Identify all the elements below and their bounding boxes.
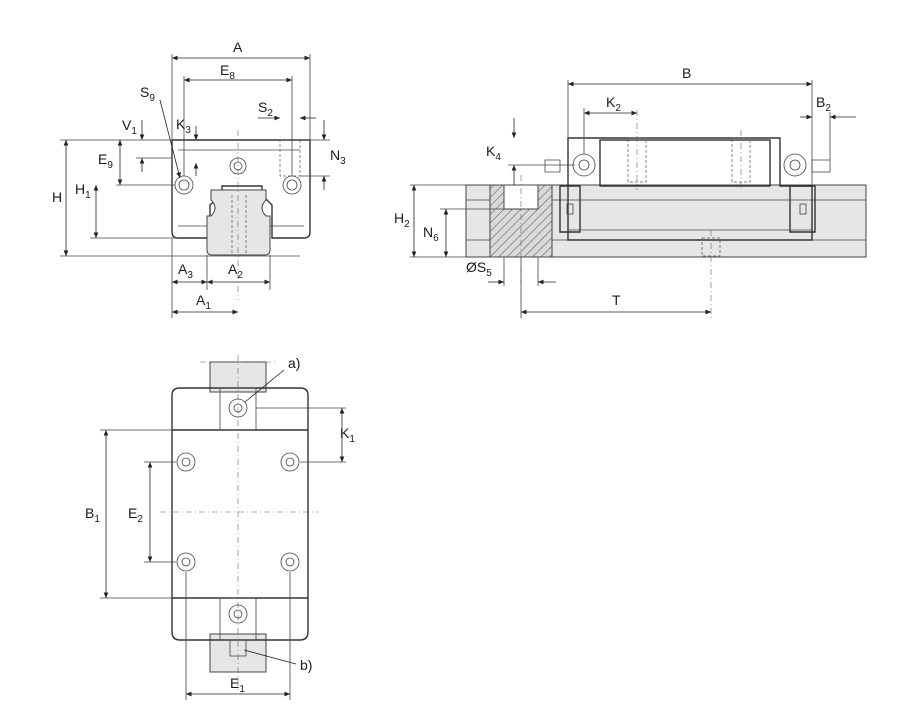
label-B2: B2 [816, 94, 831, 114]
mount-holes [176, 398, 300, 657]
label-H: H [52, 189, 62, 205]
front-view [60, 54, 330, 318]
bolt-hole-top [229, 157, 247, 175]
label-H2: H2 [394, 210, 410, 230]
carriage-top [171, 387, 309, 641]
label-B: B [682, 65, 691, 81]
label-a: a) [288, 355, 300, 371]
label-S2: S2 [258, 99, 273, 119]
label-S9: S9 [140, 84, 155, 104]
label-S5: ØS5 [466, 259, 492, 279]
dimension-labels: A E8 S9 S2 V1 K3 N3 E9 H H1 A3 A2 A1 B K… [52, 39, 831, 695]
label-E9: E9 [98, 151, 113, 171]
label-A1: A1 [196, 292, 211, 312]
label-K3: K3 [176, 116, 191, 136]
label-A2: A2 [228, 261, 243, 281]
rail-section [206, 189, 271, 256]
label-H1: H1 [75, 181, 91, 201]
label-E1: E1 [230, 675, 245, 695]
bolt-hole-left [174, 175, 194, 195]
label-K4: K4 [486, 143, 501, 163]
top-view [100, 355, 346, 700]
label-T: T [612, 292, 621, 308]
label-N6: N6 [423, 224, 439, 244]
label-B1: B1 [85, 505, 100, 525]
label-A: A [233, 39, 243, 55]
label-V1: V1 [122, 117, 137, 137]
bolt-hole-right [282, 175, 302, 195]
label-E2: E2 [128, 505, 143, 525]
side-view [410, 80, 867, 320]
label-K2: K2 [606, 94, 621, 114]
label-A3: A3 [178, 261, 193, 281]
label-b: b) [300, 657, 312, 673]
label-N3: N3 [330, 147, 346, 167]
carriage-outline [171, 139, 311, 239]
label-K1: K1 [340, 425, 355, 445]
label-E8: E8 [220, 62, 235, 82]
